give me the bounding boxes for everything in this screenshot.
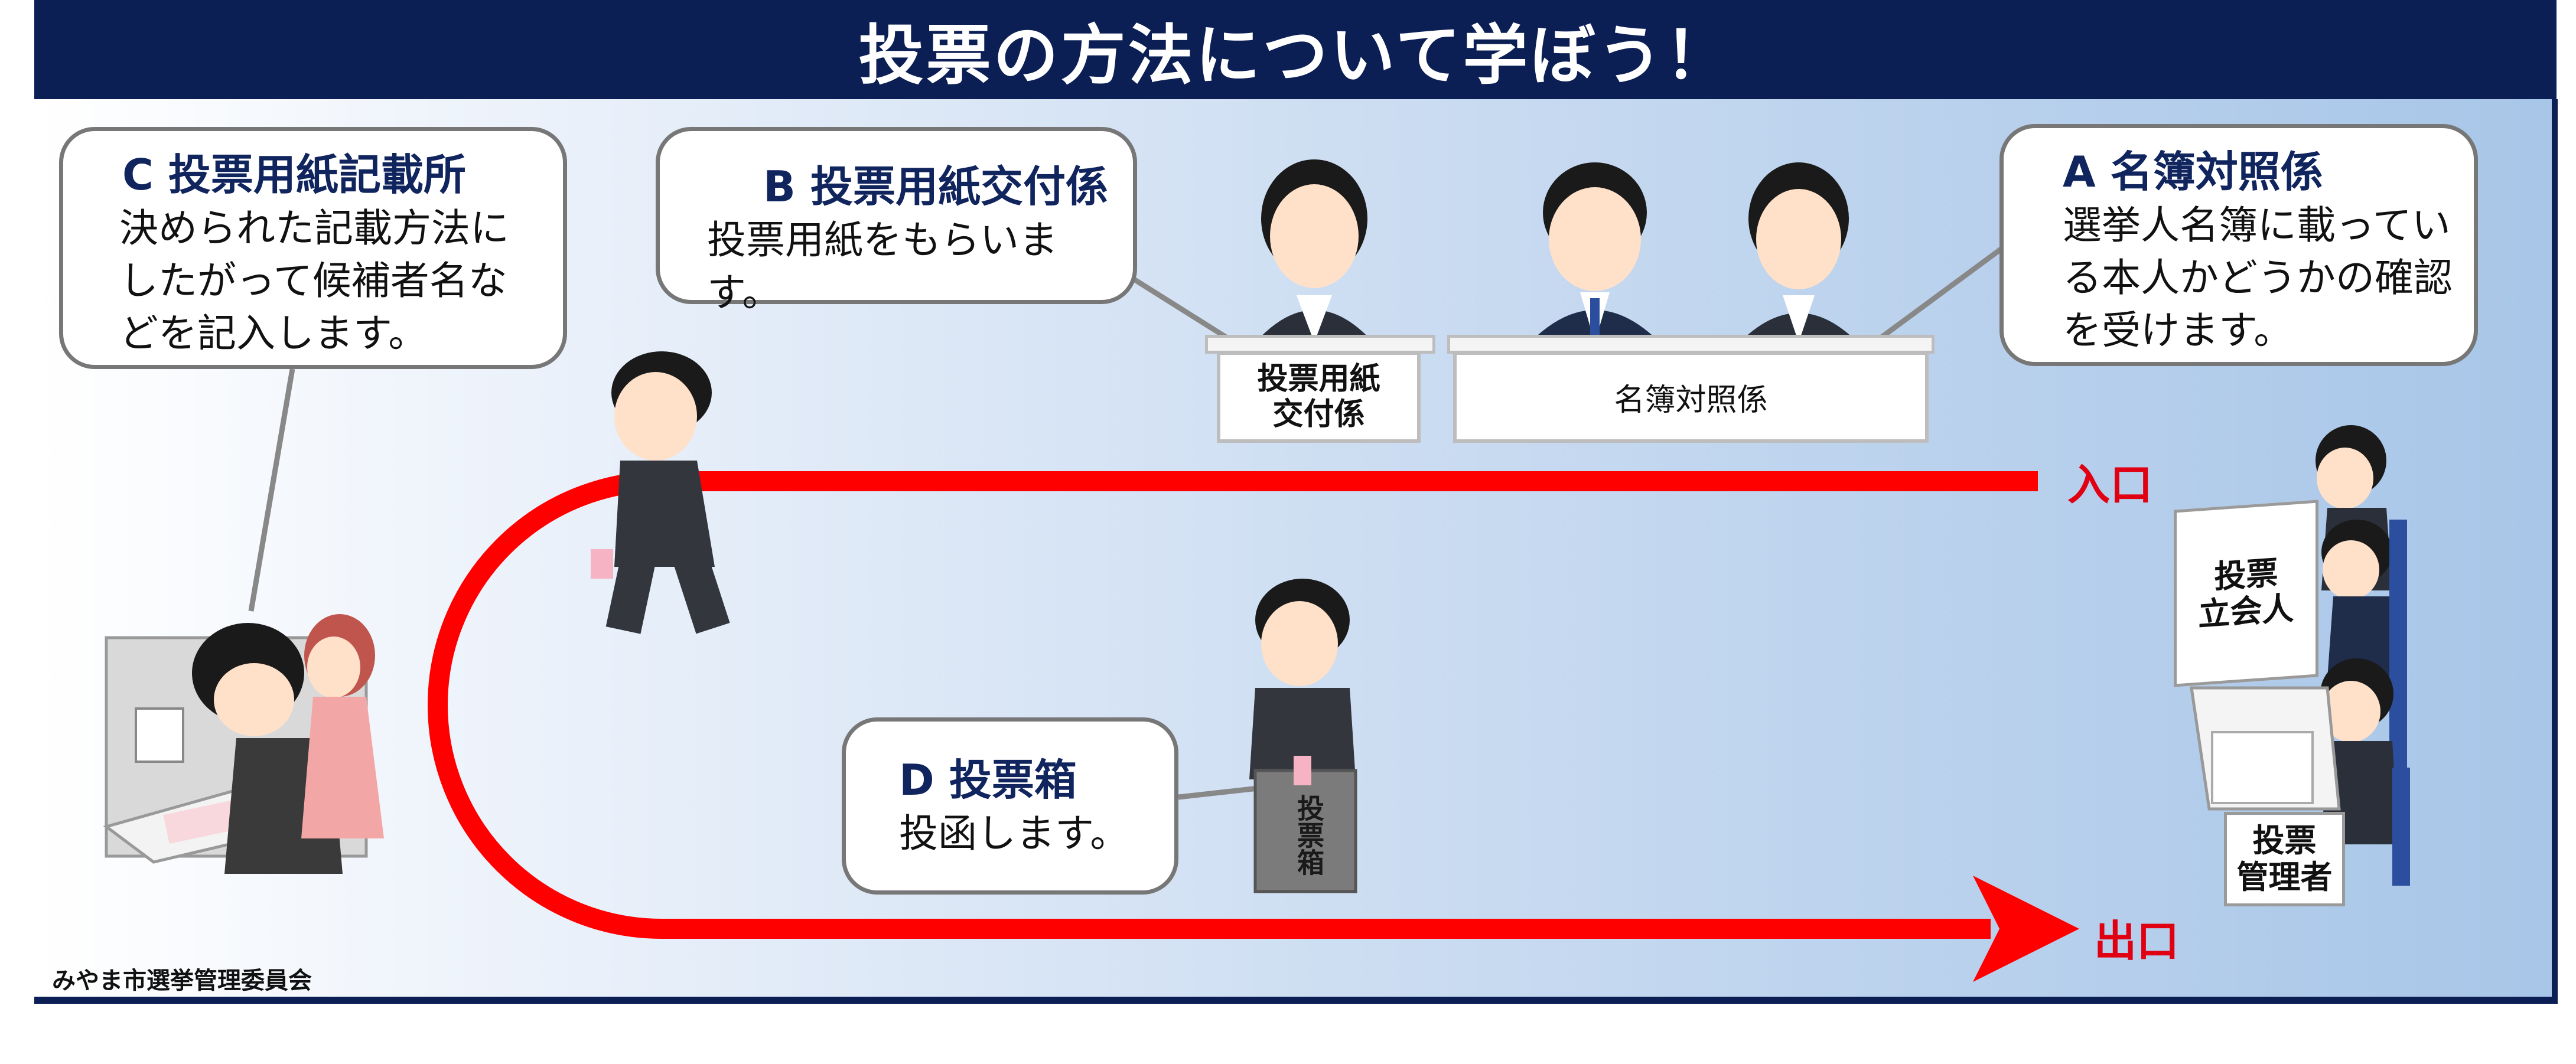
- step-c-title: C 投票用紙記載所: [122, 150, 466, 200]
- step-c-bubble: C 投票用紙記載所 決められた記載方法にしたがって候補者名などを記入します。: [59, 127, 567, 369]
- step-b-bubble: B 投票用紙交付係 投票用紙をもらいます。: [656, 127, 1137, 315]
- footer-credit: みやま市選挙管理委員会: [52, 967, 312, 994]
- witness-officials-figure: [2316, 425, 2407, 768]
- manager-sign-line1: 投票: [2252, 821, 2317, 859]
- manager-sign-line2: 管理者: [2236, 859, 2333, 896]
- connector-d: [1178, 785, 1259, 800]
- flow-arrowhead: [1973, 876, 2079, 982]
- witness-sign-line1: 投票: [2214, 554, 2278, 596]
- flow-path: [428, 471, 2038, 939]
- register-desk-label: 名簿対照係: [1614, 383, 1768, 418]
- witness-sign-line2: 立会人: [2198, 589, 2294, 634]
- manager-sign: 投票 管理者: [2224, 812, 2345, 906]
- step-d-bubble: D 投票箱 投函します。: [842, 717, 1178, 895]
- manager-desk-icon: [2190, 686, 2341, 811]
- step-a-title: A 名簿対照係: [2063, 147, 2323, 197]
- ballot-issue-desk-label-line1: 投票用紙: [1257, 361, 1380, 397]
- voting-booth-figure: [103, 614, 384, 874]
- connector-c: [248, 368, 295, 612]
- register-desk: 名簿対照係: [1453, 351, 1929, 443]
- walking-student-figure: [591, 351, 730, 634]
- official-a1-figure: [1530, 162, 1660, 342]
- step-c-body: 決められた記載方法にしたがって候補者名などを記入します。: [119, 205, 509, 357]
- step-d-title: D 投票箱: [899, 755, 1077, 805]
- entrance-label: 入口: [2067, 460, 2153, 510]
- ballot-box-student-figure: [1249, 579, 1356, 779]
- connector-b: [1129, 275, 1236, 345]
- ballot-issue-desk: 投票用紙 交付係: [1217, 351, 1421, 443]
- step-d-body: 投函します。: [899, 811, 1129, 857]
- manager-official-figure: [2320, 658, 2410, 886]
- ballot-issue-desk-label-line2: 交付係: [1272, 396, 1365, 432]
- step-b-body: 投票用紙をもらいます。: [707, 217, 1058, 316]
- connector-a: [1877, 246, 2004, 342]
- ballot-box-label: 投票箱: [1293, 794, 1325, 876]
- official-a2-figure: [1740, 162, 1858, 342]
- ballot-box-icon: [1253, 756, 1357, 893]
- step-a-body: 選挙人名簿に載っている本人かどうかの確認を受けます。: [2063, 203, 2453, 354]
- step-a-bubble: A 名簿対照係 選挙人名簿に載っている本人かどうかの確認を受けます。: [1999, 124, 2478, 366]
- witness-sign: 投票 立会人: [2174, 500, 2318, 687]
- exit-label: 出口: [2094, 916, 2180, 966]
- official-b-figure: [1255, 159, 1373, 342]
- step-b-title: B 投票用紙交付係: [763, 162, 1108, 211]
- page-title: 投票の方法について学ぼう！: [34, 0, 2557, 99]
